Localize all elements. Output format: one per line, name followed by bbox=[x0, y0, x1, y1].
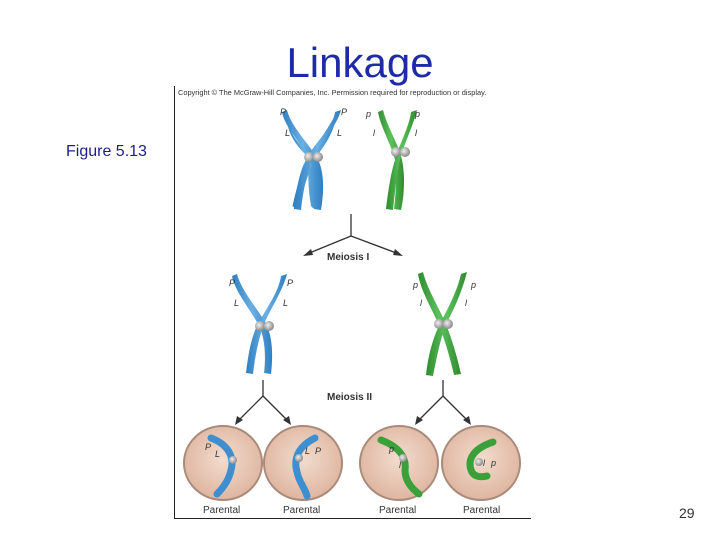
cell-label: Parental bbox=[463, 505, 500, 516]
page-number: 29 bbox=[679, 505, 695, 521]
allele-label: p bbox=[412, 280, 418, 290]
allele-label: P bbox=[280, 107, 286, 117]
linkage-figure: Copyright © The McGraw-Hill Companies, I… bbox=[174, 86, 531, 519]
top-blue-chromosome bbox=[282, 110, 341, 210]
allele-label: L bbox=[215, 449, 220, 459]
allele-label: p bbox=[470, 280, 476, 290]
arrowhead bbox=[283, 416, 291, 425]
allele-label: l bbox=[465, 298, 468, 308]
allele-label: L bbox=[234, 298, 239, 308]
cell-label: Parental bbox=[283, 505, 320, 516]
gamete-cell-1: P L bbox=[183, 425, 263, 501]
meiosis-1-label: Meiosis I bbox=[327, 252, 369, 263]
allele-label: l bbox=[399, 460, 402, 470]
arrowhead bbox=[463, 416, 471, 425]
gamete-cell-2: L P bbox=[263, 425, 343, 501]
allele-label: l bbox=[420, 298, 423, 308]
allele-label: l bbox=[415, 128, 418, 138]
arrowhead bbox=[235, 416, 243, 425]
meiosis-2-arrows bbox=[236, 380, 470, 423]
meiosis-1-arrows bbox=[306, 214, 400, 255]
allele-label: P bbox=[287, 278, 293, 288]
middle-blue-chromosome bbox=[232, 274, 287, 374]
allele-label: L bbox=[337, 128, 342, 138]
meiosis-2-label: Meiosis II bbox=[327, 392, 372, 403]
slide-title: Linkage bbox=[286, 39, 434, 86]
allele-label: p bbox=[388, 444, 394, 454]
arrowhead bbox=[393, 249, 403, 256]
allele-label: P bbox=[229, 278, 235, 288]
arrowhead bbox=[303, 249, 313, 256]
allele-label: l bbox=[483, 458, 486, 468]
figure-label: Figure 5.13 bbox=[66, 143, 147, 160]
meiosis-diagram: P P L L p p l l Meiosis I P P bbox=[183, 107, 521, 516]
gamete-cell-3: p l bbox=[359, 425, 439, 501]
allele-label: P bbox=[315, 446, 321, 456]
allele-label: P bbox=[341, 107, 347, 117]
allele-label: L bbox=[305, 446, 310, 456]
allele-label: P bbox=[205, 442, 211, 452]
allele-label: p bbox=[490, 458, 496, 468]
middle-green-chromosome bbox=[418, 272, 467, 376]
cell-label: Parental bbox=[203, 505, 240, 516]
top-green-chromosome bbox=[378, 110, 417, 210]
copyright-notice: Copyright © The McGraw-Hill Companies, I… bbox=[178, 88, 487, 97]
allele-label: L bbox=[283, 298, 288, 308]
allele-label: p bbox=[414, 109, 420, 119]
cell-label: Parental bbox=[379, 505, 416, 516]
allele-label: L bbox=[285, 128, 290, 138]
gamete-cell-4: l p bbox=[441, 425, 521, 501]
allele-label: l bbox=[373, 128, 376, 138]
arrowhead bbox=[415, 416, 423, 425]
allele-label: p bbox=[365, 109, 371, 119]
